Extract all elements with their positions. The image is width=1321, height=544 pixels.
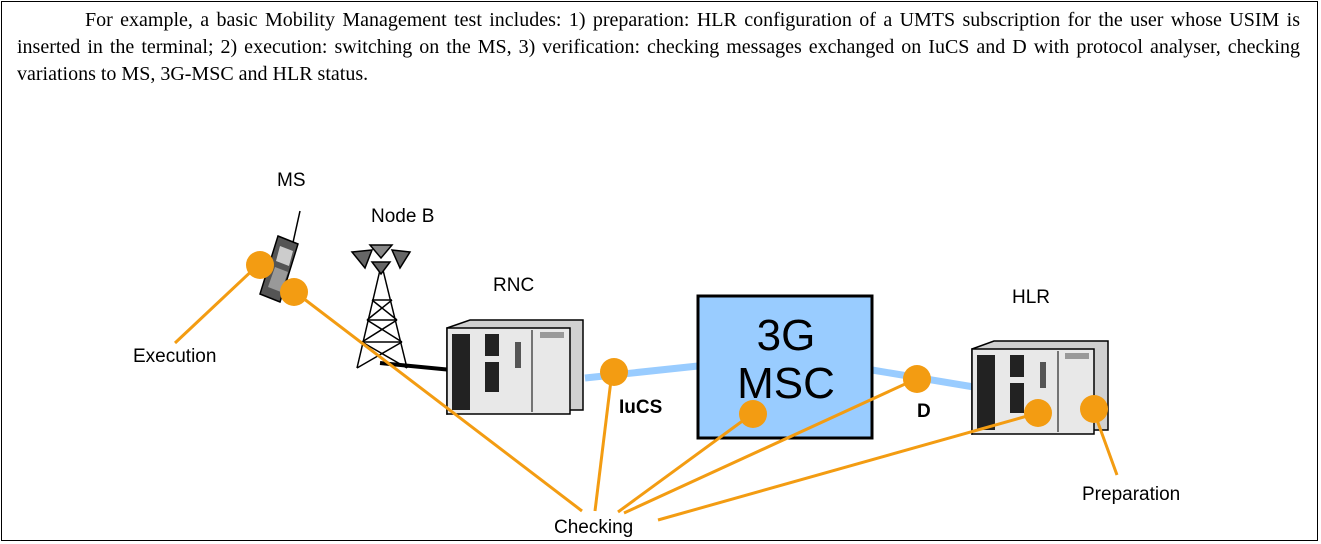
- checking-label: Checking: [554, 517, 633, 538]
- msc-label-line2: MSC: [737, 359, 835, 408]
- preparation-label: Preparation: [1082, 484, 1180, 505]
- mobile-phone-icon: [259, 210, 301, 303]
- probe-dot-msc: [739, 400, 767, 428]
- probe-dot-ms-execution: [246, 251, 274, 279]
- checking-callout-hlr: [657, 411, 1039, 522]
- msc-label-line1: 3G: [757, 311, 816, 360]
- iucs-label: IuCS: [619, 397, 662, 418]
- execution-callout: [173, 263, 260, 345]
- callout-lines: [173, 263, 1119, 522]
- hlr-label: HLR: [1012, 287, 1050, 308]
- hlr-cabinet-icon: [971, 340, 1109, 435]
- checking-callout-ms: [294, 290, 583, 513]
- rnc-cabinet-icon: [446, 319, 584, 415]
- probe-dot-iucs: [600, 358, 628, 386]
- probe-dot-d: [903, 365, 931, 393]
- checking-callout-iucs: [593, 371, 614, 512]
- probe-dot-hlr-preparation: [1080, 395, 1108, 423]
- node-b-tower-icon: [350, 244, 412, 369]
- probe-dot-ms-checking: [280, 278, 308, 306]
- node-b-label: Node B: [371, 206, 434, 227]
- msc-box: [696, 294, 874, 440]
- checking-callout-msc: [617, 412, 753, 514]
- ms-label: MS: [277, 170, 306, 191]
- probe-dots: [246, 251, 1108, 428]
- probe-dot-hlr-checking: [1024, 399, 1052, 427]
- execution-label: Execution: [133, 346, 216, 367]
- body-paragraph: For example, a basic Mobility Management…: [17, 9, 1300, 85]
- checking-callout-d: [623, 377, 917, 515]
- rnc-label: RNC: [493, 275, 534, 296]
- d-label: D: [917, 401, 931, 422]
